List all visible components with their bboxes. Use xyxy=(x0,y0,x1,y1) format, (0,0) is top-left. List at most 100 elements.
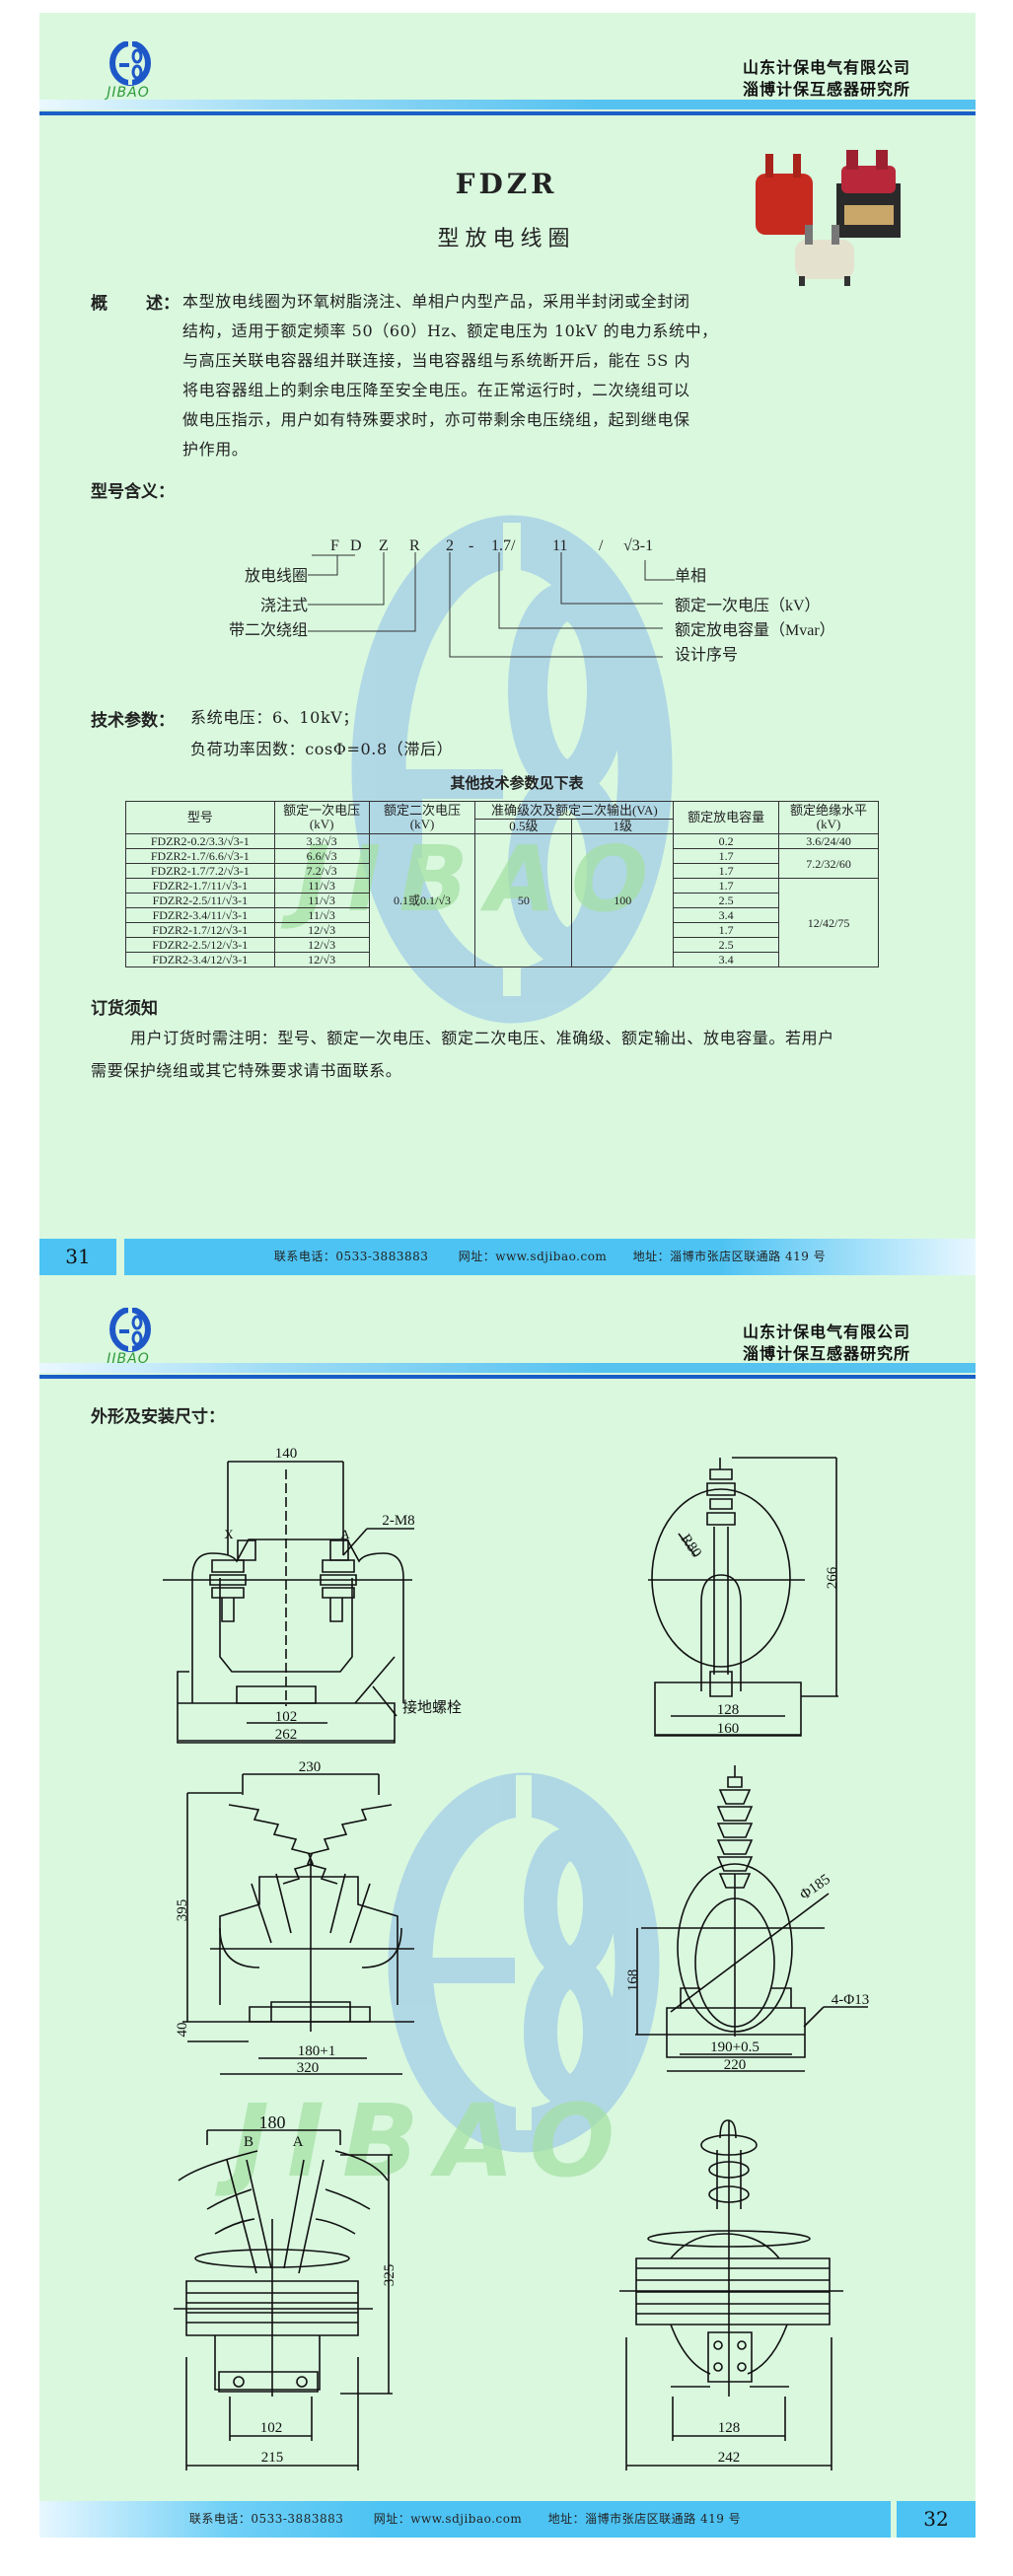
overview-text: 本型放电线圈为环氧树脂浇注、单相户内型产品，采用半封闭或全封闭 结构，适用于额定… xyxy=(182,292,718,459)
code-part: √3-1 xyxy=(623,537,653,554)
cell-model: FDZR2-3.4/11/√3-1 xyxy=(125,907,275,923)
page-number: 31 xyxy=(39,1239,116,1275)
dim-d2-inner: 128 xyxy=(717,1702,740,1718)
cell-insulation: 12/42/75 xyxy=(778,878,879,967)
drawing-side-view-3 xyxy=(619,2119,843,2470)
gb-logo-icon xyxy=(109,1307,151,1352)
label-secondary: 带二次绕组 xyxy=(229,621,308,639)
code-part: 2 xyxy=(446,537,454,554)
dim-d3-top: 230 xyxy=(299,1759,322,1775)
header-class-05: 0.5级 xyxy=(474,819,573,834)
code-part: R xyxy=(409,537,420,554)
cell-model: FDZR2-1.7/11/√3-1 xyxy=(125,878,275,894)
company-logo: JIBAO xyxy=(84,40,173,101)
terminal-x: X xyxy=(224,1527,234,1541)
cell-model: FDZR2-0.2/3.3/√3-1 xyxy=(125,833,275,849)
label-cast: 浇注式 xyxy=(260,597,308,614)
product-title: FDZR xyxy=(455,168,558,200)
terminal-b: B xyxy=(244,2134,253,2150)
cell-capacity: 3.4 xyxy=(673,952,780,967)
code-part: - xyxy=(469,537,473,554)
header-capacity: 额定放电容量 xyxy=(673,801,780,834)
ground-bolt-label: 接地螺栓 xyxy=(402,1699,462,1716)
dim-d3-width: 320 xyxy=(297,2060,320,2076)
dim-d2-height: 266 xyxy=(825,1566,840,1589)
order-text-line1: 用户订货时需注明：型号、额定一次电压、额定二次电压、准确级、额定输出、放电容量。… xyxy=(130,1029,834,1047)
header-bar xyxy=(39,1363,976,1373)
company-name: 山东计保电气有限公司 淄博计保互感器研究所 xyxy=(743,58,911,99)
overview-label-1: 概 xyxy=(91,294,108,314)
table-caption: 其他技术参数见下表 xyxy=(450,774,584,792)
code-part: Z xyxy=(379,537,389,554)
overview-label-2: 述： xyxy=(146,294,180,314)
label-coil: 放电线圈 xyxy=(245,567,308,585)
drawing-side-view-1 xyxy=(648,1457,838,1737)
tech-section-title: 技术参数： xyxy=(91,711,175,731)
cell-output-1: 100 xyxy=(571,833,675,967)
dim-d3-height: 395 xyxy=(175,1899,190,1922)
dim-d4-diameter: Φ185 xyxy=(797,1872,833,1903)
dim-d1-bolt: 2-M8 xyxy=(382,1513,414,1529)
header-line xyxy=(39,111,976,115)
drawing-front-view-2 xyxy=(182,1773,414,2075)
drawing-side-view-2 xyxy=(635,1765,868,2072)
cell-primary: 12/√3 xyxy=(273,952,370,967)
label-single-phase: 单相 xyxy=(675,567,706,585)
code-part: F xyxy=(330,537,339,554)
dim-d2-width: 160 xyxy=(717,1721,740,1737)
cell-primary: 6.6/√3 xyxy=(273,848,370,864)
dim-d4-inner: 190+0.5 xyxy=(710,2039,760,2055)
product-photo xyxy=(756,150,901,286)
page-number: 32 xyxy=(897,2501,976,2538)
leader-lines xyxy=(308,552,675,658)
spec-table: 型号 额定一次电压(kV) 额定二次电压(kV) 准确级次及额定二次输出(VA)… xyxy=(125,801,879,967)
cell-primary: 12/√3 xyxy=(273,937,370,953)
cell-output-05: 50 xyxy=(474,833,573,967)
dim-d4-width: 220 xyxy=(724,2057,747,2073)
dim-d3-base: 40 xyxy=(175,2023,190,2038)
model-section-title: 型号含义： xyxy=(91,482,175,502)
system-voltage: 系统电压：6、10kV； xyxy=(190,708,359,727)
header-bar xyxy=(39,100,976,109)
code-part: D xyxy=(350,537,362,554)
dim-d5-top: 180 xyxy=(259,2112,286,2132)
label-primary-voltage: 额定一次电压（kV） xyxy=(675,597,821,614)
code-part: 1.7/ xyxy=(491,537,516,554)
cell-capacity: 1.7 xyxy=(673,922,780,938)
dim-d1-width: 262 xyxy=(275,1727,298,1743)
label-capacity: 额定放电容量（Mvar） xyxy=(675,621,835,639)
gb-watermark-icon xyxy=(388,1772,660,2153)
power-factor: 负荷功率因数：cosΦ=0.8（滞后） xyxy=(190,740,454,758)
dim-d6-width: 242 xyxy=(718,2450,741,2466)
terminal-a: A xyxy=(293,2134,304,2150)
header-line xyxy=(39,1375,976,1379)
terminal-a: A xyxy=(340,1527,350,1541)
page-footer: 联系电话：0533-3883883 网址：www.sdjibao.com 地址：… xyxy=(124,1239,976,1275)
dim-d5-inner: 102 xyxy=(260,2420,283,2436)
label-design-no: 设计序号 xyxy=(675,646,738,664)
dim-d4-holes: 4-Φ13 xyxy=(832,1992,869,2008)
header-model: 型号 xyxy=(125,801,275,834)
gb-logo-icon xyxy=(109,40,151,86)
page-footer: 联系电话：0533-3883883 网址：www.sdjibao.com 地址：… xyxy=(39,2501,891,2538)
order-section-title: 订货须知 xyxy=(91,999,158,1019)
code-part: / xyxy=(599,537,604,554)
dim-d5-width: 215 xyxy=(261,2450,284,2466)
dim-d1-inner: 102 xyxy=(275,1709,298,1725)
model-code-diagram: F D Z R 2 - 1.7/ 11 / √3-1 放电线圈 浇注式 带二次绕… xyxy=(229,537,835,664)
header-primary: 额定一次电压(kV) xyxy=(273,801,370,834)
dim-d1-top: 140 xyxy=(275,1446,298,1462)
drawings-section-title: 外形及安装尺寸： xyxy=(91,1407,225,1427)
product-subtitle: 型放电线圈 xyxy=(437,227,576,251)
dim-d4-height: 168 xyxy=(625,1969,641,1992)
cell-primary: 11/√3 xyxy=(273,893,370,908)
order-text-line2: 需要保护绕组或其它特殊要求请书面联系。 xyxy=(91,1061,402,1080)
dim-d5-height: 325 xyxy=(382,2264,398,2287)
